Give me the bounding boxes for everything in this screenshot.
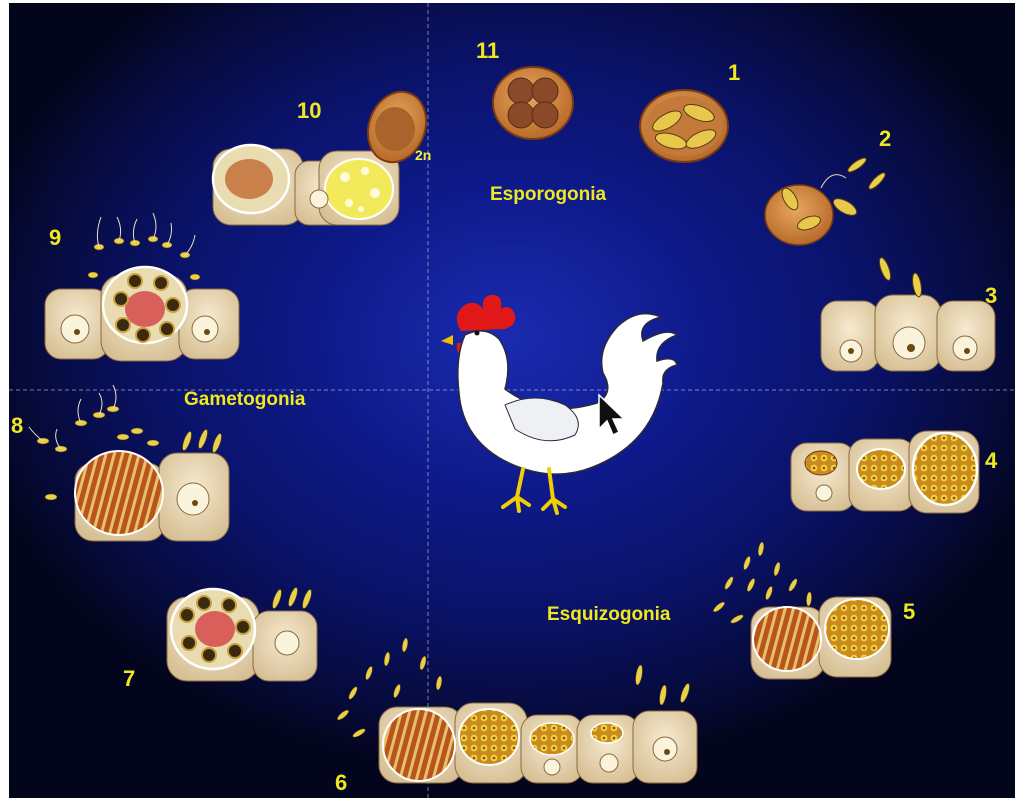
stage-number-3: 3 — [985, 283, 997, 309]
stage-7-macrogamont — [167, 587, 317, 681]
stage-number-1: 1 — [728, 60, 740, 86]
stage-number-2: 2 — [879, 126, 891, 152]
stage-10-oocyst-formation — [213, 84, 436, 225]
stage-3-cell-invasion — [821, 256, 995, 371]
stage-number-6: 6 — [335, 770, 347, 796]
stage-number-4: 4 — [985, 448, 997, 474]
ploidy-label: 2n — [415, 147, 431, 163]
stage-2-excystation — [765, 156, 887, 245]
coccidia-life-cycle-diagram — [9, 3, 1015, 798]
stage-1-sporulated-oocyst — [640, 90, 728, 162]
phase-label-gametogony: Gametogonia — [184, 389, 305, 411]
stage-9-fertilization — [45, 213, 239, 361]
stage-number-7: 7 — [123, 666, 135, 692]
stage-4-schizont-development — [791, 431, 979, 513]
phase-label-sporogony: Esporogonia — [490, 184, 606, 206]
stage-6-second-generation-schizonts — [336, 638, 697, 783]
stage-number-8: 8 — [11, 413, 23, 439]
stage-11-sporulating-oocyst — [493, 67, 573, 139]
stage-5-merozoite-release — [712, 542, 891, 679]
chicken-illustration — [441, 295, 677, 513]
stage-number-10: 10 — [297, 98, 321, 124]
phase-label-schizogony: Esquizogonia — [547, 604, 671, 626]
stage-number-5: 5 — [903, 599, 915, 625]
slide: 1 2 3 4 5 6 7 8 9 10 11 Esporogonia Game… — [9, 3, 1015, 798]
stage-number-9: 9 — [49, 225, 61, 251]
stage-number-11: 11 — [476, 38, 499, 64]
